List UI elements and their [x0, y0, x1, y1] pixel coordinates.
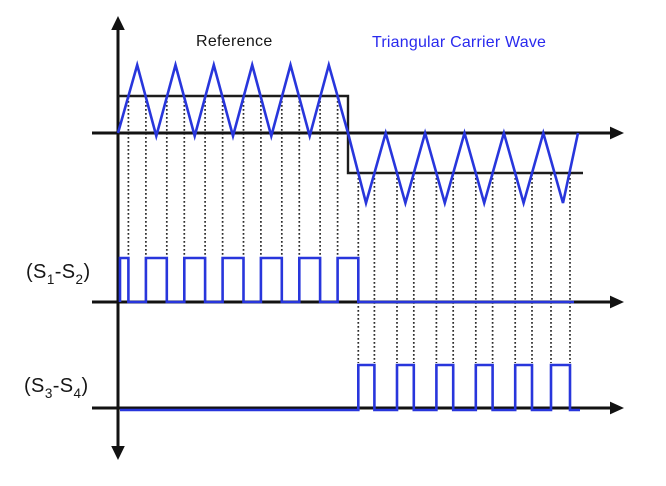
s1s2-label-close: ) — [83, 261, 91, 283]
s3s4-label-sub1: 3 — [44, 386, 53, 401]
axes-lines — [92, 28, 612, 448]
s3s4-label-sub2: 4 — [73, 386, 82, 401]
crossing-guide-lines-second-half — [357, 174, 571, 363]
crossing-guide-lines-first-half — [127, 97, 339, 257]
s1s2-label-sub1: 1 — [46, 272, 55, 287]
s3s4-pulse-train — [120, 363, 580, 412]
s1s2-pulse-train — [118, 256, 574, 304]
s1s2-label-mid: -S — [54, 261, 76, 283]
s1s2-axis-label: (S1-S2) — [26, 261, 91, 287]
s3s4-label-open: (S — [24, 375, 45, 397]
reference-label: Reference — [196, 33, 273, 50]
s1s2-label-sub2: 2 — [75, 272, 84, 287]
carrier-wave-label: Triangular Carrier Wave — [372, 34, 547, 51]
s3s4-label-close: ) — [81, 375, 89, 397]
axis-arrowheads — [111, 16, 624, 460]
s3s4-label-mid: -S — [52, 375, 74, 397]
s1s2-label-open: (S — [26, 261, 47, 283]
s3s4-axis-label: (S3-S4) — [24, 375, 89, 401]
triangular-carrier-wave — [116, 60, 580, 208]
